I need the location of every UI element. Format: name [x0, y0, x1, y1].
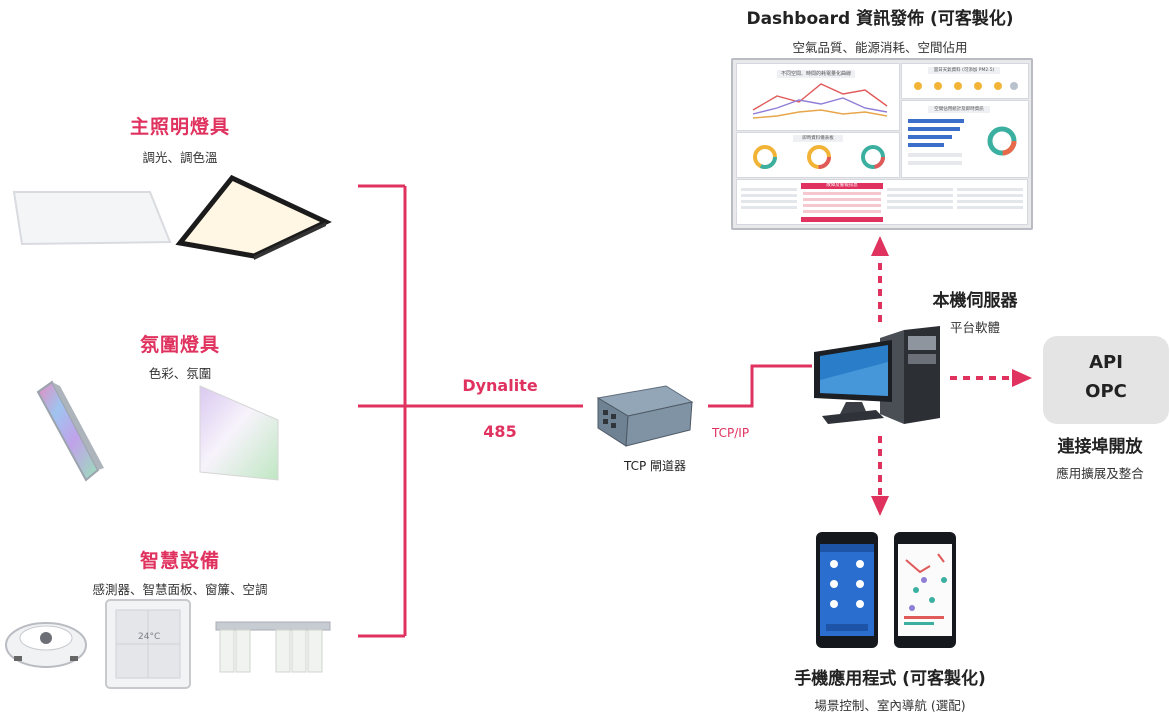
opc-label: OPC [1085, 381, 1127, 402]
weather-icons [914, 82, 1018, 90]
log-tables-panel: 故障及警報訊息 [736, 179, 1028, 225]
energy-curve-chart [752, 83, 888, 119]
main-lighting-title: 主照明燈具 [129, 116, 230, 138]
tcpip-label: TCP/IP [712, 426, 750, 440]
gauges-panel: 即時資料儀表板 [736, 132, 900, 178]
api-section: 連接埠開放 應用擴展及整合 [1030, 432, 1170, 482]
main-lighting-subtitle: 調光、調色溫 [142, 150, 218, 165]
api-title: 連接埠開放 [1057, 437, 1143, 457]
bus-type-label: 485 [483, 422, 517, 441]
bus-protocol-label: Dynalite [462, 376, 538, 395]
occupancy-chart [908, 119, 1017, 165]
smart-devices-title: 智慧設備 [139, 550, 220, 572]
gateway-label: TCP 閘道器 [623, 459, 687, 473]
occupancy-panel: 空間佔用統計及即時資訊 [901, 100, 1029, 178]
main-lighting-section: 主照明燈具 調光、調色溫 [90, 112, 270, 166]
api-subtitle: 應用擴展及整合 [1056, 466, 1144, 481]
ambient-lighting-title: 氛圍燈具 [139, 334, 220, 356]
ambient-lighting-section: 氛圍燈具 色彩、氛圍 [90, 330, 270, 382]
api-opc-box: API OPC [1043, 336, 1169, 424]
ambient-lighting-subtitle: 色彩、氛圍 [148, 366, 212, 381]
gauges-chart [753, 145, 885, 169]
dashboard-subtitle: 空氣品質、能源消耗、空間佔用 [792, 40, 968, 55]
arrow-up-icon [871, 236, 889, 256]
log-tables [741, 183, 1023, 222]
server-title: 本機伺服器 [932, 291, 1018, 311]
occupancy-title: 空間佔用統計及即時資訊 [928, 106, 990, 113]
smart-devices-subtitle: 感測器、智慧面板、窗簾、空調 [92, 582, 268, 597]
energy-curve-panel: 不同空間、時間的耗電量化曲線 [736, 63, 900, 131]
gauges-title: 即時資料儀表板 [793, 135, 843, 142]
server-subtitle: 平台軟體 [949, 320, 1000, 335]
mobile-section: 手機應用程式 (可客製化) 場景控制、室內導航 (選配) [750, 664, 1030, 714]
server-section: 本機伺服器 平台軟體 [920, 286, 1030, 336]
dashboard-section: Dashboard 資訊發佈 (可客製化) 空氣品質、能源消耗、空間佔用 [700, 4, 1060, 56]
arrow-right-icon [1012, 369, 1032, 387]
dashboard-title: Dashboard 資訊發佈 (可客製化) [746, 9, 1014, 29]
mobile-title: 手機應用程式 (可客製化) [794, 669, 986, 689]
api-label: API [1089, 352, 1123, 373]
weather-title: 當日天氣資料 (可添加 PM2.5) [928, 67, 1000, 74]
arrow-down-icon [871, 496, 889, 516]
energy-curve-title: 不同空間、時間的耗電量化曲線 [777, 70, 855, 78]
dashboard-screen: 不同空間、時間的耗電量化曲線 當日天氣資料 (可添加 PM2.5) 空間佔用統計… [731, 58, 1033, 230]
smart-panel-display: 24°C [138, 632, 161, 642]
smart-devices-section: 智慧設備 感測器、智慧面板、窗簾、空調 [30, 546, 330, 598]
mobile-subtitle: 場景控制、室內導航 (選配) [814, 698, 966, 713]
alerts-title: 故障及警報訊息 [826, 183, 858, 188]
weather-panel: 當日天氣資料 (可添加 PM2.5) [901, 63, 1029, 99]
